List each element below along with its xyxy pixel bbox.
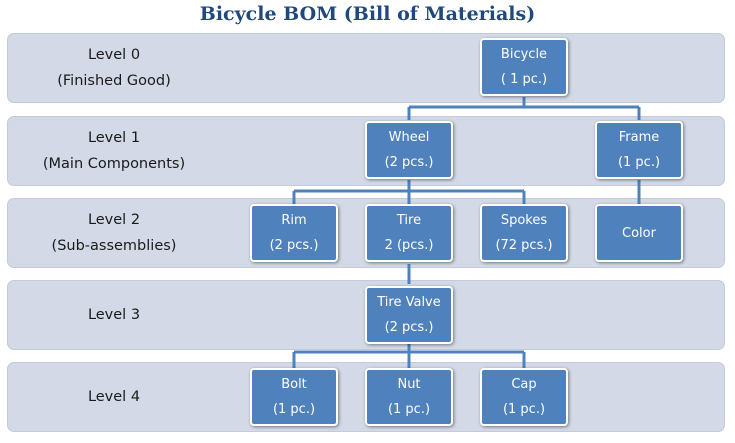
node-qty: ( 1 pc.) <box>500 72 548 87</box>
node-name: Cap <box>511 377 537 392</box>
level-band-0 <box>7 33 725 103</box>
node-name: Wheel <box>388 130 430 145</box>
node-qty: (1 pc.) <box>272 402 316 417</box>
level-label-2: Level 2 (Sub-assemblies) <box>14 207 214 259</box>
node-tire[interactable]: Tire 2 (pcs.) <box>365 204 453 262</box>
node-wheel[interactable]: Wheel (2 pcs.) <box>365 121 453 179</box>
level-desc: (Sub-assemblies) <box>51 238 177 254</box>
node-qty: 2 (pcs.) <box>384 238 434 253</box>
node-cap[interactable]: Cap (1 pc.) <box>480 368 568 426</box>
node-qty: (2 pcs.) <box>384 320 434 335</box>
node-color[interactable]: Color <box>595 204 683 262</box>
node-nut[interactable]: Nut (1 pc.) <box>365 368 453 426</box>
node-qty: (2 pcs.) <box>384 155 434 170</box>
node-name: Tire Valve <box>377 295 441 310</box>
level-name: Level 4 <box>87 389 141 405</box>
level-name: Level 1 <box>87 130 141 146</box>
node-rim[interactable]: Rim (2 pcs.) <box>250 204 338 262</box>
level-desc: (Main Components) <box>42 156 186 172</box>
level-label-3: Level 3 <box>14 302 214 328</box>
node-name: Rim <box>281 213 307 228</box>
node-name: Bolt <box>281 377 307 392</box>
node-name: Color <box>622 225 656 241</box>
level-name: Level 3 <box>87 307 141 323</box>
level-desc: (Finished Good) <box>57 73 171 89</box>
node-bicycle[interactable]: Bicycle ( 1 pc.) <box>480 38 568 96</box>
level-label-4: Level 4 <box>14 384 214 410</box>
node-qty: (1 pc.) <box>502 402 546 417</box>
level-label-1: Level 1 (Main Components) <box>14 125 214 177</box>
node-name: Nut <box>397 377 421 392</box>
node-frame[interactable]: Frame (1 pc.) <box>595 121 683 179</box>
node-name: Spokes <box>500 213 548 228</box>
node-qty: (72 pcs.) <box>495 238 553 253</box>
node-tire-valve[interactable]: Tire Valve (2 pcs.) <box>365 286 453 344</box>
diagram-title: Bicycle BOM (Bill of Materials) <box>199 3 536 25</box>
node-name: Frame <box>618 130 660 145</box>
node-spokes[interactable]: Spokes (72 pcs.) <box>480 204 568 262</box>
level-label-0: Level 0 (Finished Good) <box>14 42 214 94</box>
node-name: Tire <box>396 213 422 228</box>
level-name: Level 2 <box>87 212 141 228</box>
node-qty: (1 pc.) <box>617 155 661 170</box>
node-qty: (2 pcs.) <box>269 238 319 253</box>
node-bolt[interactable]: Bolt (1 pc.) <box>250 368 338 426</box>
level-name: Level 0 <box>87 47 141 63</box>
node-qty: (1 pc.) <box>387 402 431 417</box>
node-name: Bicycle <box>500 47 548 62</box>
